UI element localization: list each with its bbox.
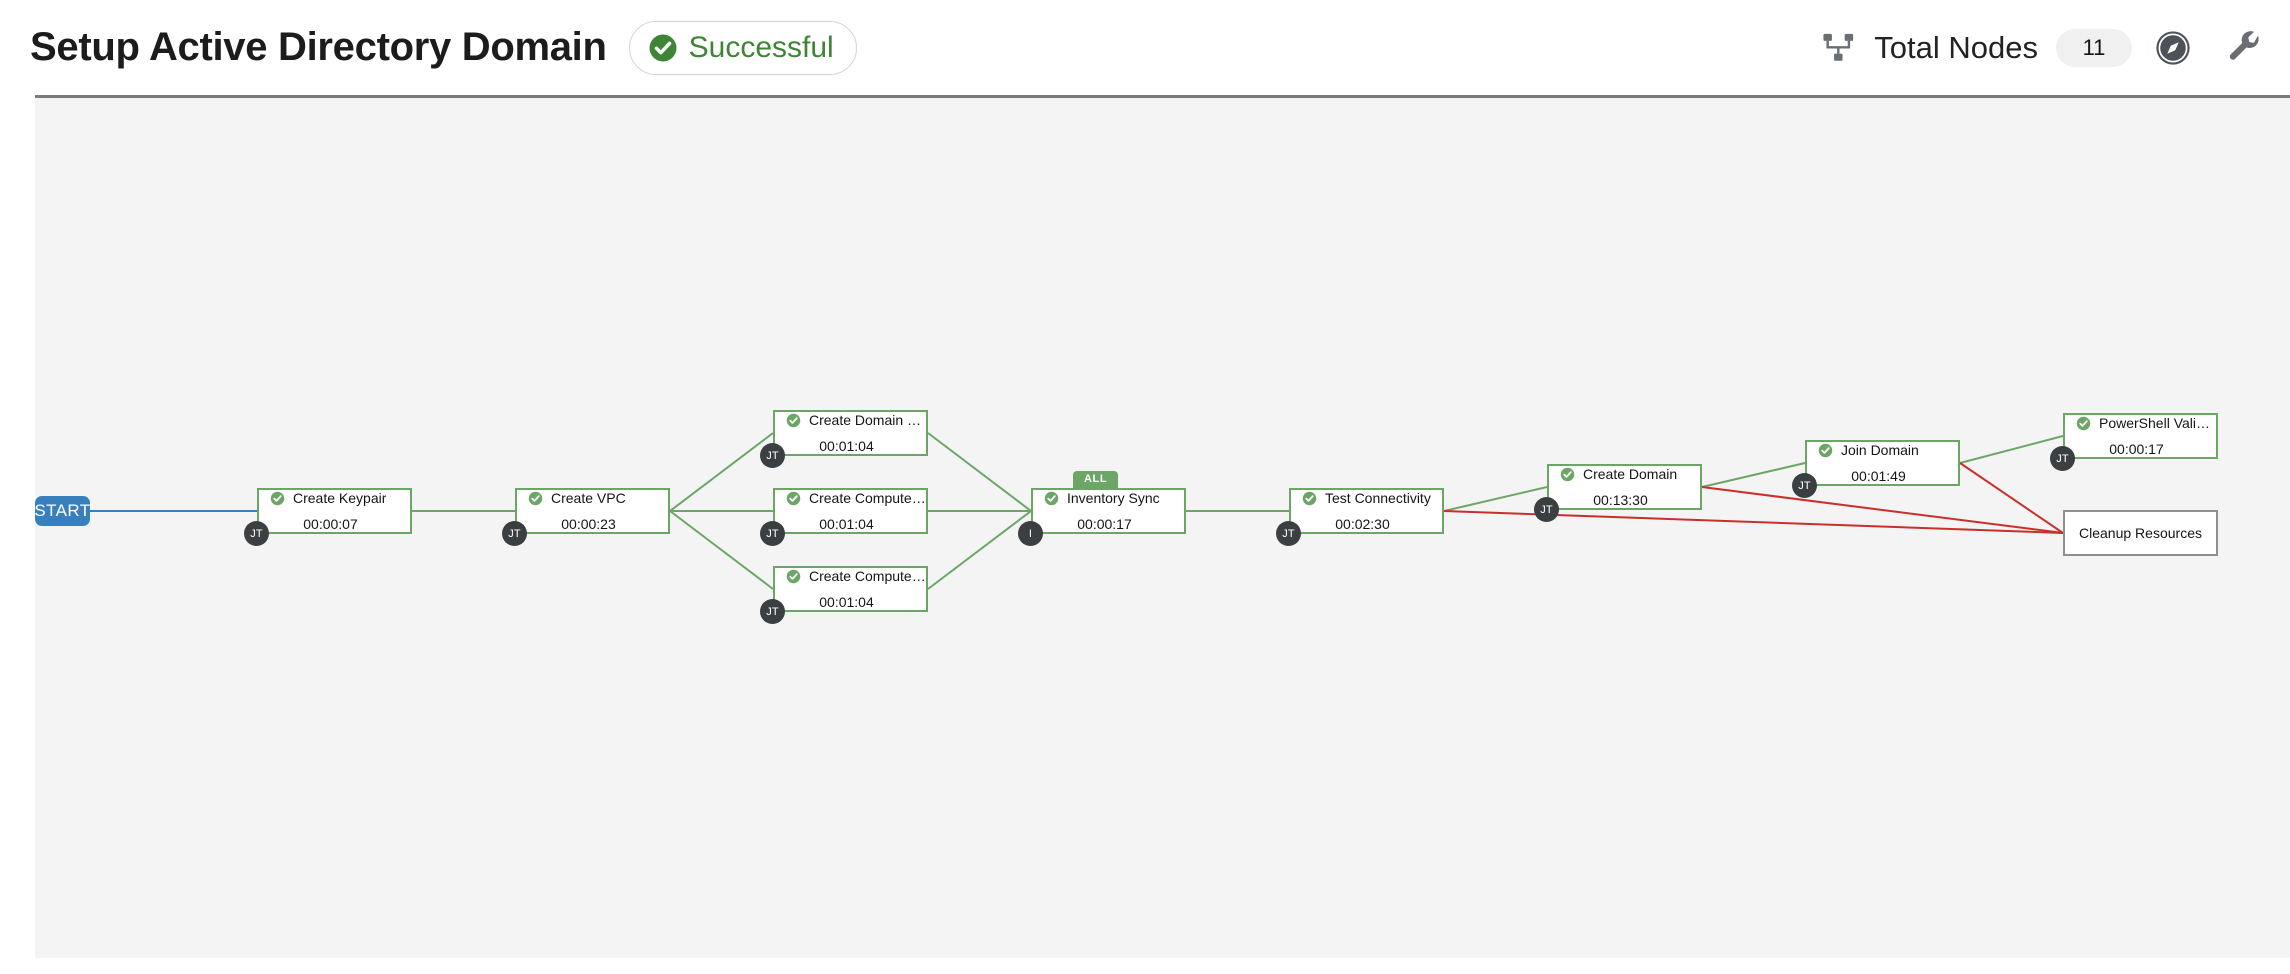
edge-join-domain-to-cleanup-resources bbox=[1959, 462, 2064, 534]
check-circle-icon bbox=[786, 491, 801, 505]
node-type-badge-create-domain[interactable]: JT bbox=[1534, 497, 1559, 522]
node-create-domain-controller[interactable]: Create Domain Contr... 00:01:04 bbox=[773, 410, 928, 456]
node-type-badge-create-domain-controller[interactable]: JT bbox=[760, 443, 785, 468]
wrench-icon[interactable] bbox=[2226, 29, 2264, 67]
check-circle-icon bbox=[2076, 416, 2091, 430]
node-title-row: Create Domain bbox=[1549, 466, 1700, 482]
node-duration: 00:01:04 bbox=[819, 438, 874, 454]
node-create-vpc[interactable]: Create VPC 00:00:23 bbox=[515, 488, 670, 534]
node-title-row: Create Computer (1) bbox=[775, 490, 926, 506]
node-cleanup-resources[interactable]: Cleanup Resources bbox=[2063, 510, 2218, 556]
node-title: Inventory Sync bbox=[1067, 490, 1160, 506]
node-join-domain[interactable]: Join Domain 00:01:49 bbox=[1805, 440, 1960, 486]
edge-create-domain-to-cleanup-resources bbox=[1701, 486, 2064, 534]
node-title: Join Domain bbox=[1841, 442, 1919, 458]
node-title-row: PowerShell Validation bbox=[2065, 415, 2216, 431]
node-title-row: Create Domain Contr... bbox=[775, 412, 926, 428]
status-badge: Successful bbox=[628, 20, 857, 75]
check-circle-icon bbox=[1818, 443, 1833, 457]
check-circle-icon bbox=[786, 413, 801, 427]
node-title-row: Cleanup Resources bbox=[2065, 525, 2216, 541]
compass-icon[interactable] bbox=[2154, 29, 2192, 67]
node-duration: 00:00:23 bbox=[561, 516, 616, 532]
node-create-computer-1[interactable]: Create Computer (1) 00:01:04 bbox=[773, 488, 928, 534]
header-left-group: Setup Active Directory Domain Successful bbox=[30, 20, 857, 75]
edge-join-domain-to-powershell-validation bbox=[1959, 435, 2064, 464]
node-title: PowerShell Validation bbox=[2099, 415, 2216, 431]
status-badge-label: Successful bbox=[688, 30, 834, 64]
node-create-domain[interactable]: Create Domain 00:13:30 bbox=[1547, 464, 1702, 510]
node-title-row: Create Keypair bbox=[259, 490, 410, 506]
total-nodes-count-badge: 11 bbox=[2056, 28, 2132, 67]
node-title: Cleanup Resources bbox=[2079, 525, 2202, 541]
node-duration: 00:02:30 bbox=[1335, 516, 1390, 532]
node-type-badge-create-keypair[interactable]: JT bbox=[244, 521, 269, 546]
node-title-row: Join Domain bbox=[1807, 442, 1958, 458]
node-type-badge-create-computer-2[interactable]: JT bbox=[760, 599, 785, 624]
node-duration: 00:13:30 bbox=[1593, 492, 1648, 508]
node-title-row: Create Computer (2) bbox=[775, 568, 926, 584]
node-duration: 00:00:17 bbox=[2109, 441, 2164, 457]
node-duration: 00:01:04 bbox=[819, 516, 874, 532]
edge-test-connectivity-to-create-domain bbox=[1443, 486, 1548, 512]
page-title: Setup Active Directory Domain bbox=[30, 25, 607, 69]
node-tag-inventory-sync: ALL bbox=[1073, 471, 1119, 488]
total-nodes-label: Total Nodes bbox=[1874, 29, 2038, 65]
node-inventory-sync[interactable]: Inventory Sync 00:00:17 bbox=[1031, 488, 1186, 534]
check-circle-icon bbox=[528, 491, 543, 505]
page-header: Setup Active Directory Domain Successful… bbox=[0, 0, 2290, 95]
check-circle-icon bbox=[270, 491, 285, 505]
node-duration: 00:01:49 bbox=[1851, 468, 1906, 484]
node-create-keypair[interactable]: Create Keypair 00:00:07 bbox=[257, 488, 412, 534]
node-create-computer-2[interactable]: Create Computer (2) 00:01:04 bbox=[773, 566, 928, 612]
node-title: Create Keypair bbox=[293, 490, 387, 506]
node-title: Test Connectivity bbox=[1325, 490, 1431, 506]
check-circle-icon bbox=[1302, 491, 1317, 505]
node-title: Create VPC bbox=[551, 490, 626, 506]
node-type-badge-powershell-validation[interactable]: JT bbox=[2050, 446, 2075, 471]
node-type-badge-create-vpc[interactable]: JT bbox=[502, 521, 527, 546]
edge-create-domain-to-join-domain bbox=[1701, 462, 1806, 488]
sitemap-icon[interactable] bbox=[1822, 31, 1856, 65]
node-type-badge-inventory-sync[interactable]: I bbox=[1018, 521, 1043, 546]
node-title: Create Computer (1) bbox=[809, 490, 926, 506]
header-right-group: Total Nodes 11 bbox=[1822, 0, 2264, 95]
node-type-badge-create-computer-1[interactable]: JT bbox=[760, 521, 785, 546]
node-title-row: Test Connectivity bbox=[1291, 490, 1442, 506]
node-title-row: Inventory Sync bbox=[1033, 490, 1184, 506]
node-title: Create Domain Contr... bbox=[809, 412, 926, 428]
node-powershell-validation[interactable]: PowerShell Validation 00:00:17 bbox=[2063, 413, 2218, 459]
edge-create-domain-controller-to-inventory-sync bbox=[927, 432, 1032, 512]
check-circle-icon bbox=[1044, 491, 1059, 505]
check-circle-icon bbox=[649, 34, 677, 61]
edge-create-vpc-to-create-domain-controller bbox=[669, 432, 774, 512]
node-type-badge-join-domain[interactable]: JT bbox=[1792, 473, 1817, 498]
check-circle-icon bbox=[1560, 467, 1575, 481]
node-duration: 00:00:07 bbox=[303, 516, 358, 532]
check-circle-icon bbox=[786, 569, 801, 583]
node-type-badge-test-connectivity[interactable]: JT bbox=[1276, 521, 1301, 546]
node-title: Create Computer (2) bbox=[809, 568, 926, 584]
node-duration: 00:00:17 bbox=[1077, 516, 1132, 532]
start-node[interactable]: START bbox=[35, 496, 90, 526]
node-test-connectivity[interactable]: Test Connectivity 00:02:30 bbox=[1289, 488, 1444, 534]
edge-create-vpc-to-create-computer-2 bbox=[669, 510, 774, 590]
node-duration: 00:01:04 bbox=[819, 594, 874, 610]
edge-create-computer-2-to-inventory-sync bbox=[927, 510, 1032, 590]
node-title-row: Create VPC bbox=[517, 490, 668, 506]
node-title: Create Domain bbox=[1583, 466, 1678, 482]
